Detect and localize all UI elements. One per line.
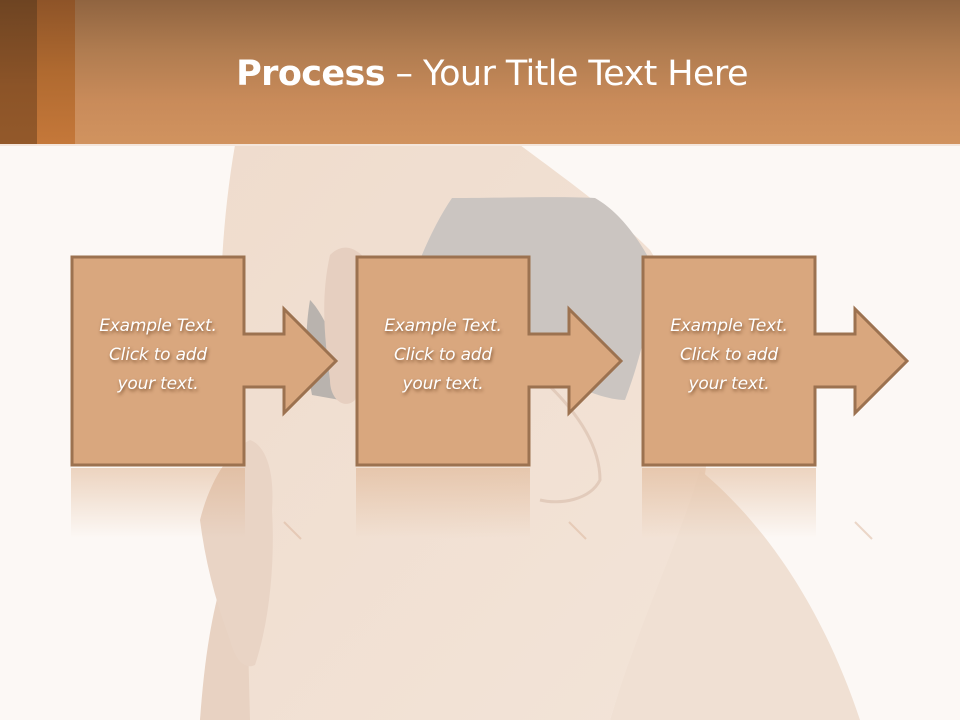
step-text-line: Example Text. (384, 316, 502, 336)
process-step-2[interactable]: Example Text. Click to add your text. (355, 255, 626, 546)
header-divider (0, 144, 960, 146)
step-text[interactable]: Example Text. Click to add your text. (642, 312, 816, 399)
step-text-line: your text. (402, 374, 484, 394)
step-text-line: your text. (117, 374, 199, 394)
header-accent-stripe-orange (37, 0, 75, 145)
step-text-line: Click to add (394, 345, 492, 365)
step-text-line: your text. (688, 374, 770, 394)
step-text-line: Click to add (109, 345, 207, 365)
header-accent-stripe-dark (0, 0, 37, 145)
process-step-1[interactable]: Example Text. Click to add your text. (70, 255, 341, 546)
title-bold: Process (236, 54, 386, 94)
step-text-line: Example Text. (99, 316, 217, 336)
step-text[interactable]: Example Text. Click to add your text. (356, 312, 530, 399)
step-text[interactable]: Example Text. Click to add your text. (71, 312, 245, 399)
process-step-3[interactable]: Example Text. Click to add your text. (641, 255, 912, 546)
step-arrow-shape (70, 255, 339, 540)
header-band: Process – Your Title Text Here (0, 0, 960, 145)
slide-title[interactable]: Process – Your Title Text Here (0, 50, 960, 98)
step-arrow-shape (355, 255, 624, 540)
title-rest: – Your Title Text Here (385, 54, 749, 94)
step-arrow-shape (641, 255, 910, 540)
step-text-line: Click to add (680, 345, 778, 365)
step-text-line: Example Text. (670, 316, 788, 336)
